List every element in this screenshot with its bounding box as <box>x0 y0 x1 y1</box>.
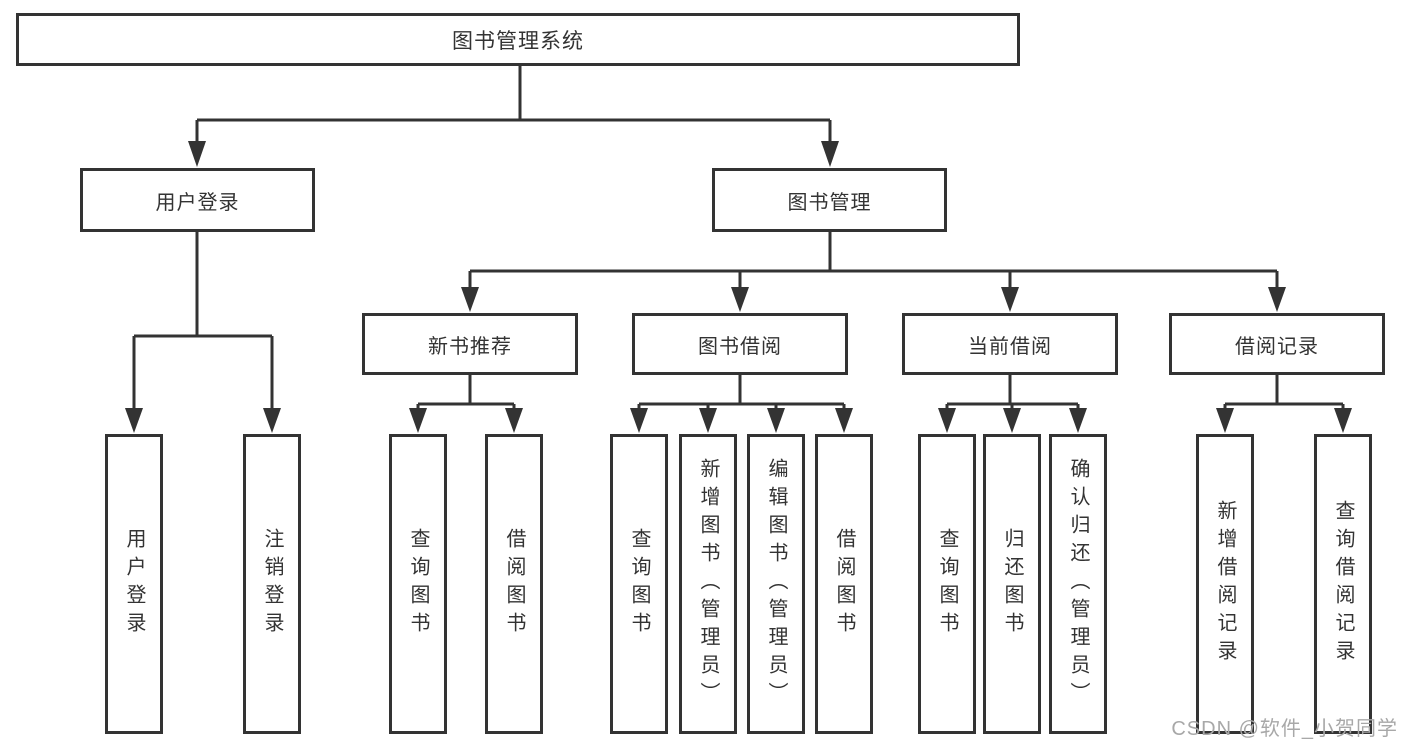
connector-userlogin-to-leaves <box>125 232 281 433</box>
leaf-add-borrow-record: 新增借阅记录 <box>1196 434 1254 734</box>
connector-bookmgmt-to-level3 <box>461 232 1286 312</box>
leaf-query-books-current: 查询图书 <box>918 434 976 734</box>
leaf-query-books-borrow: 查询图书 <box>610 434 668 734</box>
leaf-label: 注销登录 <box>261 528 283 640</box>
leaf-confirm-return-admin: 确认归还（管理员） <box>1049 434 1107 734</box>
node-label: 用户登录 <box>155 191 240 214</box>
csdn-watermark: CSDN @软件_小贺同学 <box>1171 718 1398 740</box>
node-user-login: 用户登录 <box>80 168 315 232</box>
connector-bookborrow-to-leaves <box>630 373 853 433</box>
leaf-label: 新增图书（管理员） <box>697 458 719 710</box>
leaf-return-books: 归还图书 <box>983 434 1041 734</box>
leaf-label: 归还图书 <box>1001 528 1023 640</box>
leaf-query-books-recommend: 查询图书 <box>389 434 447 734</box>
leaf-label: 查询图书 <box>936 528 958 640</box>
node-label: 当前借阅 <box>968 335 1052 358</box>
connector-root-to-level2 <box>188 66 839 167</box>
leaf-query-borrow-record: 查询借阅记录 <box>1314 434 1372 734</box>
leaf-borrow-books: 借阅图书 <box>815 434 873 734</box>
node-book-management: 图书管理 <box>712 168 947 232</box>
leaf-label: 新增借阅记录 <box>1214 500 1236 668</box>
leaf-logout: 注销登录 <box>243 434 301 734</box>
leaf-label: 借阅图书 <box>503 528 525 640</box>
node-new-book-recommend: 新书推荐 <box>362 313 578 375</box>
node-label: 新书推荐 <box>428 335 512 358</box>
leaf-label: 查询图书 <box>407 528 429 640</box>
leaf-label: 编辑图书（管理员） <box>765 458 787 710</box>
connector-borrowrecords-to-leaves <box>1216 373 1352 433</box>
node-borrow-records: 借阅记录 <box>1169 313 1385 375</box>
leaf-edit-books-admin: 编辑图书（管理员） <box>747 434 805 734</box>
leaf-label: 借阅图书 <box>833 528 855 640</box>
node-book-borrow: 图书借阅 <box>632 313 848 375</box>
node-label: 图书管理 <box>787 191 872 214</box>
leaf-user-login: 用户登录 <box>105 434 163 734</box>
connector-currentborrow-to-leaves <box>938 373 1087 433</box>
node-label: 图书管理系统 <box>452 29 584 53</box>
node-current-borrow: 当前借阅 <box>902 313 1118 375</box>
node-label: 借阅记录 <box>1235 335 1319 358</box>
leaf-label: 查询借阅记录 <box>1332 500 1354 668</box>
leaf-add-books-admin: 新增图书（管理员） <box>679 434 737 734</box>
leaf-label: 查询图书 <box>628 528 650 640</box>
leaf-label: 确认归还（管理员） <box>1067 458 1089 710</box>
node-root-system: 图书管理系统 <box>16 13 1020 66</box>
leaf-borrow-books-recommend: 借阅图书 <box>485 434 543 734</box>
connector-newbooks-to-leaves <box>409 373 523 433</box>
leaf-label: 用户登录 <box>123 528 145 640</box>
node-label: 图书借阅 <box>698 335 782 358</box>
